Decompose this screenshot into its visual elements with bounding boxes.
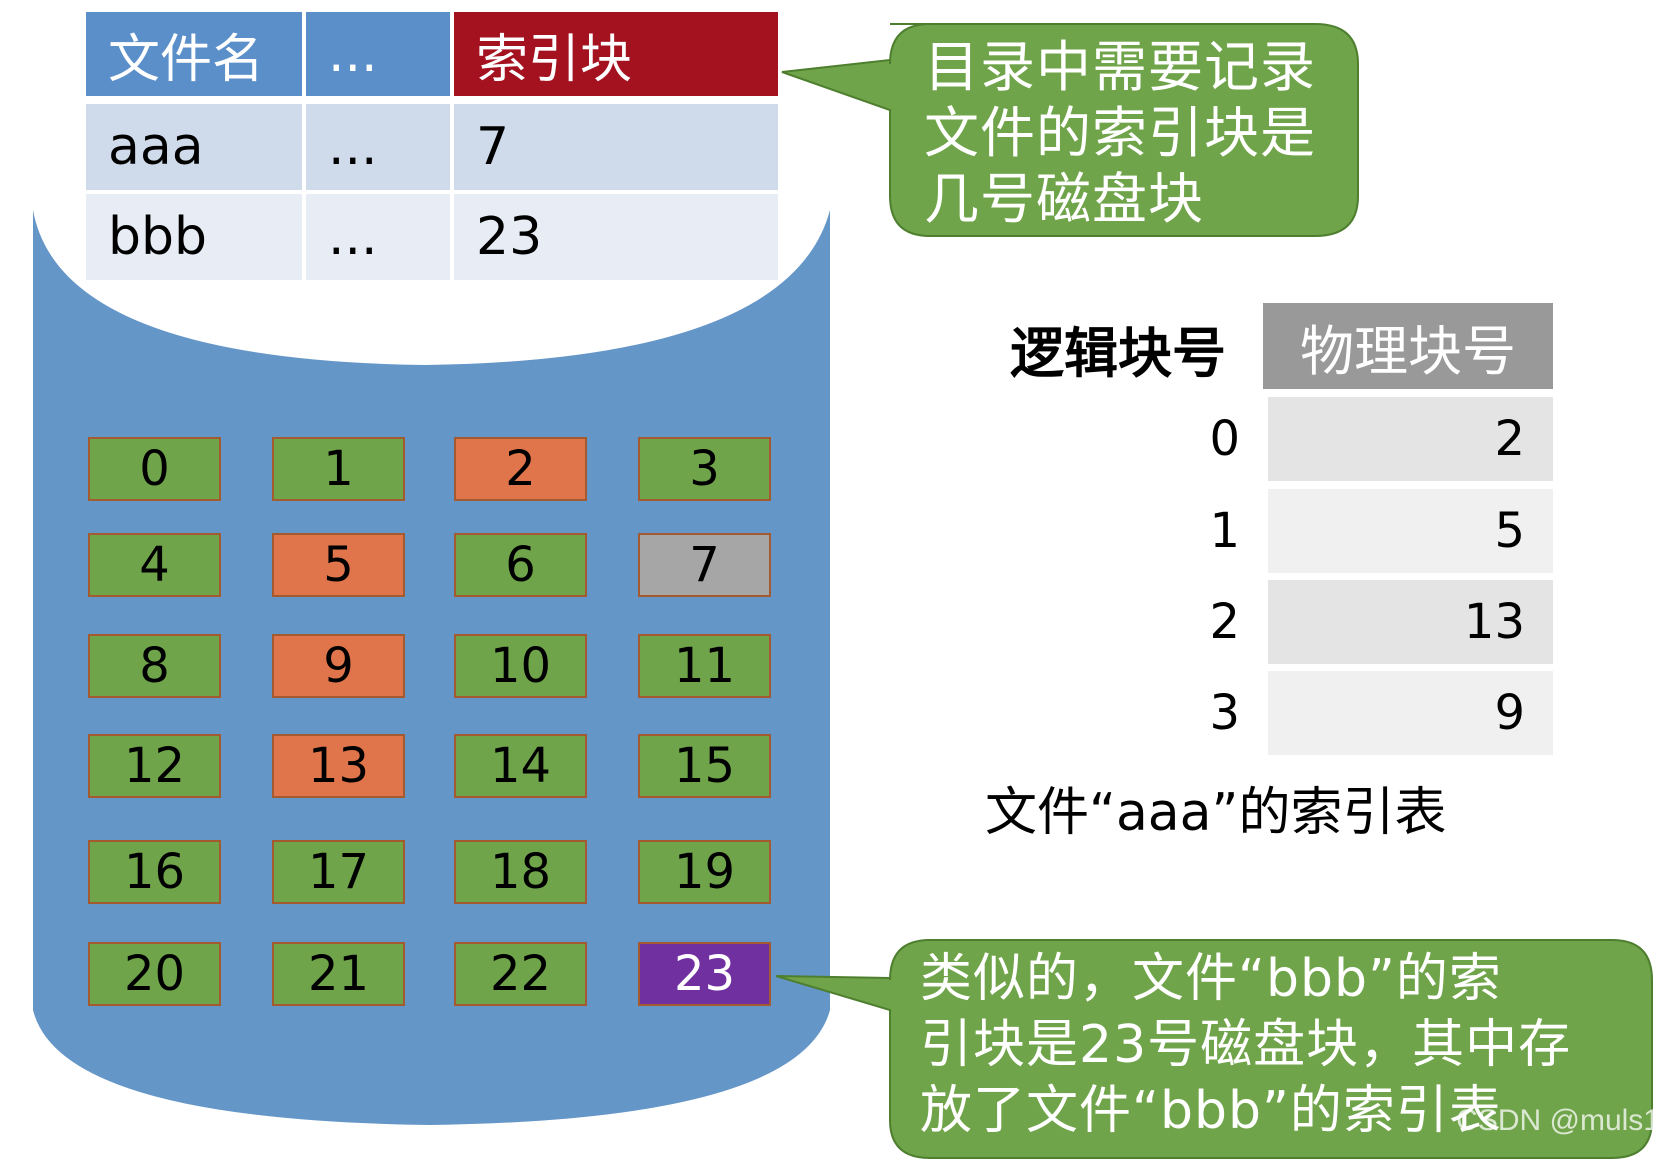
directory-cell: bbb xyxy=(86,194,302,280)
index-physical-cell: 9 xyxy=(1268,671,1553,755)
index-physical-cell: 5 xyxy=(1268,489,1553,573)
disk-block: 3 xyxy=(638,437,771,501)
disk-block: 17 xyxy=(272,840,405,904)
callout-top-line: 目录中需要记录 xyxy=(924,35,1317,99)
directory-cell: aaa xyxy=(86,104,302,190)
disk-block: 20 xyxy=(88,942,221,1006)
disk-block: 5 xyxy=(272,533,405,597)
disk-block: 19 xyxy=(638,840,771,904)
index-physical-cell: 2 xyxy=(1268,397,1553,481)
directory-cell: 23 xyxy=(454,194,778,280)
index-logical-cell: 1 xyxy=(1209,503,1240,559)
disk-cylinder xyxy=(33,210,830,1125)
callout-bottom-line: 放了文件“bbb”的索引表 xyxy=(920,1081,1502,1141)
disk-block: 7 xyxy=(638,533,771,597)
disk-block: 22 xyxy=(454,942,587,1006)
disk-block: 11 xyxy=(638,634,771,698)
directory-cell: ... xyxy=(306,194,450,280)
disk-block: 9 xyxy=(272,634,405,698)
disk-block: 15 xyxy=(638,734,771,798)
callout-bottom-shape xyxy=(775,939,1653,1159)
index-table-caption: 文件“aaa”的索引表 xyxy=(985,783,1447,843)
disk-block: 16 xyxy=(88,840,221,904)
callout-bottom-text: 类似的，文件“bbb”的索 引块是23号磁盘块，其中存 放了文件“bbb”的索引… xyxy=(920,946,1571,1144)
index-header-logical: 逻辑块号 xyxy=(1010,321,1226,385)
disk-block: 18 xyxy=(454,840,587,904)
disk-block: 13 xyxy=(272,734,405,798)
disk-block: 0 xyxy=(88,437,221,501)
callout-top-shape xyxy=(781,23,1359,237)
disk-block: 6 xyxy=(454,533,587,597)
callout-top-line: 文件的索引块是 xyxy=(924,101,1317,165)
disk-block: 14 xyxy=(454,734,587,798)
index-physical-cell: 13 xyxy=(1268,580,1553,664)
disk-block: 1 xyxy=(272,437,405,501)
index-header-physical: 物理块号 xyxy=(1263,303,1553,389)
directory-cell: 7 xyxy=(454,104,778,190)
directory-header-cell: 索引块 xyxy=(454,12,778,96)
disk-block: 8 xyxy=(88,634,221,698)
callout-bottom-line: 引块是23号磁盘块，其中存 xyxy=(920,1015,1572,1075)
disk-block: 4 xyxy=(88,533,221,597)
disk-block: 10 xyxy=(454,634,587,698)
callout-top-text: 目录中需要记录 文件的索引块是 几号磁盘块 xyxy=(924,34,1316,232)
directory-cell: ... xyxy=(306,104,450,190)
watermark: CSDN @muls1 xyxy=(1456,1104,1660,1137)
directory-header-cell: ... xyxy=(306,12,450,96)
disk-block: 2 xyxy=(454,437,587,501)
index-logical-cell: 2 xyxy=(1209,594,1240,650)
disk-block: 23 xyxy=(638,942,771,1006)
callout-bottom-line: 类似的，文件“bbb”的索 xyxy=(920,949,1502,1009)
index-logical-cell: 3 xyxy=(1209,685,1240,741)
directory-header-cell: 文件名 xyxy=(86,12,302,96)
disk-block: 21 xyxy=(272,942,405,1006)
index-logical-cell: 0 xyxy=(1209,411,1240,467)
disk-block: 12 xyxy=(88,734,221,798)
callout-top-line: 几号磁盘块 xyxy=(924,167,1205,231)
